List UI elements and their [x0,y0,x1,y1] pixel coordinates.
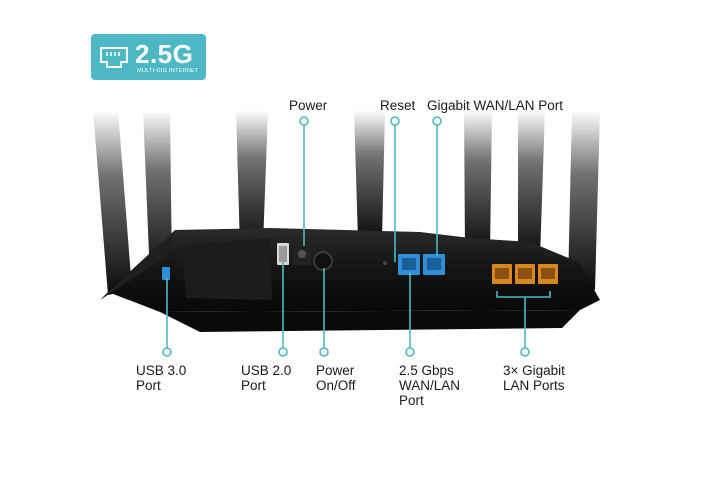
antenna [518,110,545,258]
usb3-port [162,267,170,280]
label-wan-lan-25: 2.5 Gbps WAN/LAN Port [399,363,460,408]
callout-dot [278,347,288,357]
label-wan-lan-25-line1: 2.5 Gbps [399,363,454,378]
router-body [100,228,600,332]
label-usb2: USB 2.0 Port [241,363,291,393]
multi-gig-badge: 2.5G MULTI-GIG INTERNET [91,34,206,80]
label-power-onoff-line2: On/Off [316,378,356,393]
label-wan-lan-25-line2: WAN/LAN [399,378,461,393]
label-power-onoff-line1: Power [316,363,355,378]
antennas [93,110,600,295]
callout-dot [405,347,415,357]
badge-title: 2.5G [135,39,194,69]
callout-lines [162,116,551,357]
label-power: Power [289,98,328,113]
antenna [93,110,132,295]
label-usb3: USB 3.0 Port [136,363,186,393]
antenna [354,110,385,240]
label-power-onoff: Power On/Off [316,363,356,393]
label-usb2-line2: Port [241,378,266,393]
label-usb3-line1: USB 3.0 [136,363,187,378]
antenna [568,110,600,290]
label-usb2-line1: USB 2.0 [241,363,292,378]
reset-pinhole [383,261,387,265]
callout-dot [520,347,530,357]
ethernet-port-icon [100,47,128,68]
label-lan-ports-line1: 3× Gigabit [503,363,565,378]
label-reset: Reset [380,98,416,113]
label-usb3-line2: Port [136,378,161,393]
antenna [143,110,172,278]
badge-subtitle: MULTI-GIG INTERNET [137,68,199,74]
callout-dot [299,116,309,126]
label-gigabit-wan-lan: Gigabit WAN/LAN Port [427,98,564,113]
antenna [236,110,268,248]
callout-dot [432,116,442,126]
ports [162,243,558,284]
label-lan-ports-line2: LAN Ports [503,378,565,393]
callout-dot [390,116,400,126]
callout-dot [162,347,172,357]
callout-dot [319,347,329,357]
label-wan-lan-25-line3: Port [399,393,424,408]
power-switch [313,251,333,271]
antenna [464,110,492,252]
label-lan-ports: 3× Gigabit LAN Ports [503,363,565,393]
